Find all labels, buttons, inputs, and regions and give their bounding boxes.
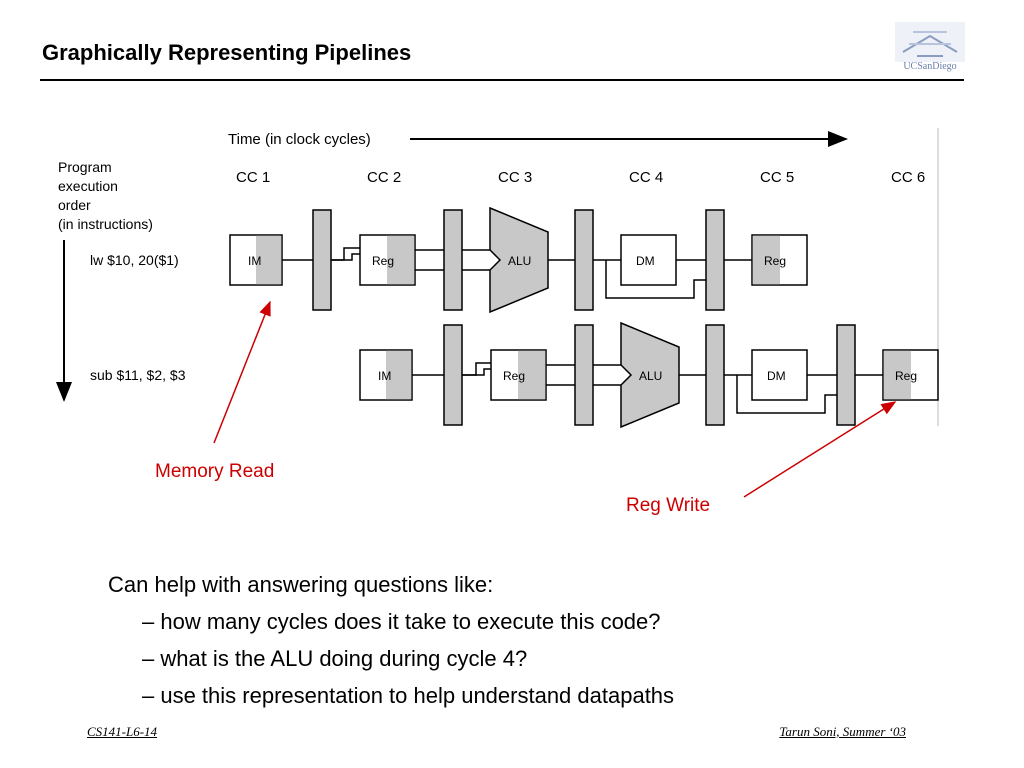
cycle-label: CC 1 [236,169,270,186]
program-order-label: Program execution order (in instructions… [58,159,153,232]
instruction-label: lw $10, 20($1) [90,252,179,268]
datapath-wire [605,260,706,299]
ucsd-logo: UCSanDiego [895,22,965,74]
im-stage: IM [229,234,283,286]
stage-label: DM [636,254,655,268]
alu-stage: ALU [620,321,680,429]
reg-write-stage: Reg [751,234,808,286]
stage-label: ALU [639,369,662,383]
stage-label: Reg [895,369,917,383]
program-label-line: Program [58,159,112,175]
pipeline-register [705,209,725,311]
stage-label: IM [378,369,391,383]
cycle-label: CC 5 [760,169,794,186]
questions-intro: Can help with answering questions like: [108,572,494,597]
stage-label: DM [767,369,786,383]
pipeline-register [443,209,463,311]
dm-stage: DM [620,234,677,286]
stage-label: Reg [503,369,525,383]
program-label-line: execution [58,178,118,194]
ucsd-logo-icon [895,22,965,62]
memory-read-arrow [213,300,271,444]
program-label-line: order [58,197,91,213]
cycle-label: CC 2 [367,169,401,186]
alu-stage: ALU [489,206,549,314]
stage-label: Reg [372,254,394,268]
pipeline-register [836,324,856,426]
instruction-label: sub $11, $2, $3 [90,367,186,383]
reg-write-arrow [743,401,897,498]
datapath-wire [462,368,491,376]
question-item: – use this representation to help unders… [142,683,675,708]
time-axis-label: Time (in clock cycles) [228,131,371,148]
questions-list: Can help with answering questions like: … [108,566,674,714]
pipeline-register [705,324,725,426]
stage-label: IM [248,254,261,268]
footer-course-id: CS141-L6-14 [87,724,158,739]
reg-write-label: Reg Write [626,495,711,516]
datapath-wire [331,253,360,261]
datapath-wire [736,375,837,414]
question-item: – what is the ALU doing during cycle 4? [142,646,528,671]
reg-read-stage: Reg [490,349,547,401]
im-stage: IM [359,349,413,401]
cycle-label: CC 4 [629,169,663,186]
stage-label: Reg [764,254,786,268]
pipeline-register [312,209,332,311]
footer-author: Tarun Soni, Summer ‘03 [779,724,906,739]
pipeline-register [574,209,594,311]
pipeline-register [443,324,463,426]
question-item: – how many cycles does it take to execut… [142,609,661,634]
cycle-label: CC 6 [891,169,925,186]
memory-read-label: Memory Read [155,461,275,482]
reg-read-stage: Reg [359,234,416,286]
program-label-line: (in instructions) [58,216,153,232]
logo-text: UCSanDiego [903,61,957,72]
pipeline-register [574,324,594,426]
title-divider [40,79,964,81]
cycle-label: CC 3 [498,169,532,186]
stage-label: ALU [508,254,531,268]
reg-write-stage: Reg [882,349,939,401]
dm-stage: DM [751,349,808,401]
slide-title: Graphically Representing Pipelines [42,40,412,65]
